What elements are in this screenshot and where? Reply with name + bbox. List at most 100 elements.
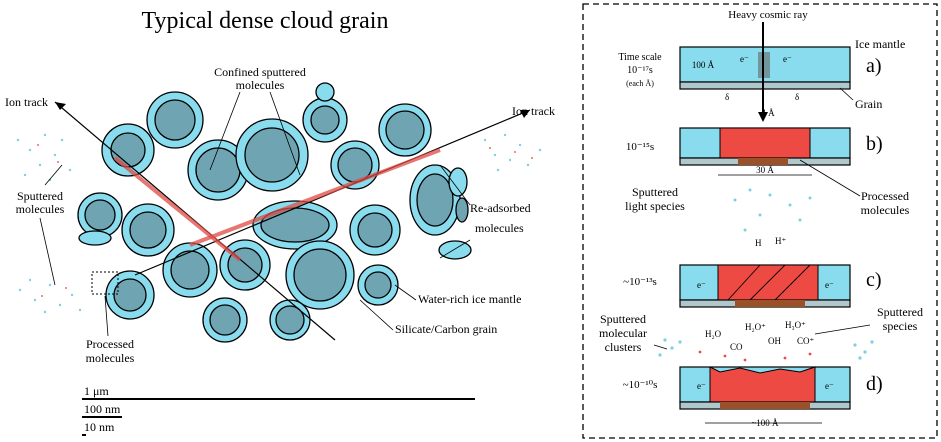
leader-confined-a (209, 91, 241, 171)
label-time-scale-value: 10⁻¹⁷s (627, 65, 653, 76)
label-ice-mantle: Ice mantle (855, 37, 905, 51)
electron-c1: e⁻ (697, 280, 706, 290)
leader-silicate (359, 299, 394, 331)
grain-9 (77, 192, 123, 238)
sputtered-dust-red-right (489, 147, 533, 159)
label-depth-a: 100 Å (692, 60, 715, 70)
grain-cluster (77, 82, 472, 343)
label-time-d: ~10⁻¹⁰s (623, 379, 658, 391)
species-d-oh: OH (768, 336, 781, 346)
electron-c2: e⁻ (825, 280, 834, 290)
scale-label-100nm: 100 nm (84, 402, 121, 416)
label-processed-right-1: Processed (861, 189, 909, 203)
stage-a: Heavy cosmic ray Ice mantle Grain Time s… (618, 9, 905, 122)
stage-b: 30 Å 10⁻¹⁵s b) (626, 127, 883, 176)
letter-b: b) (866, 133, 883, 155)
grain-1 (146, 91, 204, 149)
leader-sputtered-b (39, 217, 56, 286)
electron-a1: e⁻ (740, 54, 749, 64)
label-processed-2: molecules (86, 351, 135, 365)
leader-readsorbed-b (439, 239, 471, 259)
processed-highlight-box (91, 271, 119, 295)
label-grain: Grain (855, 97, 882, 111)
species-d-co: CO (730, 342, 743, 352)
grain-18 (357, 264, 399, 306)
leader-sputtered-species (814, 324, 871, 335)
grain-17 (202, 297, 248, 343)
leader-readsorbed-a (439, 164, 471, 206)
leader-processed (104, 295, 109, 337)
grain-10 (121, 203, 175, 257)
stage-c: H H⁺ e⁻ e⁻ ~10⁻¹³s c) (623, 188, 882, 308)
ion-track (54, 101, 531, 341)
label-confined-2: molecules (236, 78, 285, 92)
electron-d1: e⁻ (697, 381, 706, 391)
label-sputtered-species-1: Sputtered (877, 305, 923, 319)
species-c-h: H (755, 238, 762, 248)
grain-19 (269, 299, 311, 341)
delta-a1: δ (725, 92, 729, 102)
grain-12 (349, 204, 401, 256)
grain-20 (78, 230, 112, 246)
label-processed-right-2: molecules (861, 203, 910, 217)
grain-13 (162, 242, 218, 298)
label-sputtered-1: Sputtered (17, 189, 63, 203)
sputtered-dust-right (483, 133, 542, 172)
species-d-h2oplus: H₂O⁺ (745, 322, 766, 332)
letter-c: c) (866, 269, 882, 291)
letter-d: d) (866, 373, 883, 395)
leader-sputtered-a (44, 164, 63, 186)
leader-water-mantle (394, 284, 417, 301)
species-d-coplus: CO⁺ (797, 336, 815, 346)
scale-bars: 1 μm 100 nm 10 nm (82, 384, 475, 436)
electron-d2: e⁻ (825, 381, 834, 391)
label-heavy-cosmic-ray: Heavy cosmic ray (728, 9, 808, 21)
grain-24 (315, 82, 335, 102)
label-ion-track-left: Ion track (5, 95, 48, 109)
label-sputtered-species-2: species (883, 319, 918, 333)
label-ion-track-right: Ion track (512, 104, 555, 118)
letter-a: a) (866, 55, 882, 77)
grain-22 (448, 167, 468, 197)
sputtered-dust-red-left (37, 144, 67, 297)
label-time-c: ~10⁻¹³s (623, 276, 657, 288)
label-clusters-2: molecular (599, 326, 647, 340)
scale-label-10nm: 10 nm (84, 420, 115, 434)
grain-4 (235, 118, 309, 192)
species-d-h3oplus: H₃O⁺ (785, 320, 806, 330)
electron-a2: e⁻ (783, 54, 792, 64)
grain-7 (378, 103, 432, 157)
label-width-b: 30 Å (756, 165, 774, 175)
species-d-h2o: H₂O (705, 329, 722, 339)
grain-23 (455, 197, 469, 223)
scale-label-1um: 1 μm (84, 384, 109, 398)
stage-d: H₂O H₂O⁺ H₃O⁺ CO OH CO⁺ e⁻ e⁻ ~100 Å ~10… (623, 320, 883, 428)
label-readsorbed-1: Re-adsorbed (470, 201, 531, 215)
label-water-mantle: Water-rich ice mantle (418, 292, 521, 306)
label-width-d: ~100 Å (751, 418, 779, 428)
right-panel-frame (582, 3, 938, 439)
delta-a2: δ (795, 92, 799, 102)
grain-21 (438, 240, 472, 260)
label-readsorbed-2: molecules (475, 221, 524, 235)
label-clusters-1: Sputtered (600, 312, 646, 326)
sputtered-dust-left (16, 133, 82, 314)
label-time-scale: Time scale (618, 52, 662, 63)
grain-16 (105, 270, 155, 320)
label-clusters-3: clusters (605, 340, 642, 354)
grain-8 (409, 164, 461, 236)
left-title: Typical dense cloud grain (142, 8, 389, 34)
label-silicate: Silicate/Carbon grain (395, 322, 497, 336)
grain-5 (302, 97, 348, 143)
label-processed-1: Processed (86, 337, 134, 351)
species-c-hplus: H⁺ (775, 236, 786, 246)
label-sputtered-2: molecules (16, 202, 65, 216)
label-sputtered-light-1: Sputtered (632, 185, 678, 199)
grain-11 (252, 200, 338, 250)
label-sputtered-light-2: light species (625, 199, 685, 213)
leader-clusters (653, 344, 668, 350)
label-time-scale-each: (each Å) (626, 79, 654, 88)
leader-processed-right (799, 159, 861, 197)
label-time-b: 10⁻¹⁵s (626, 141, 654, 153)
